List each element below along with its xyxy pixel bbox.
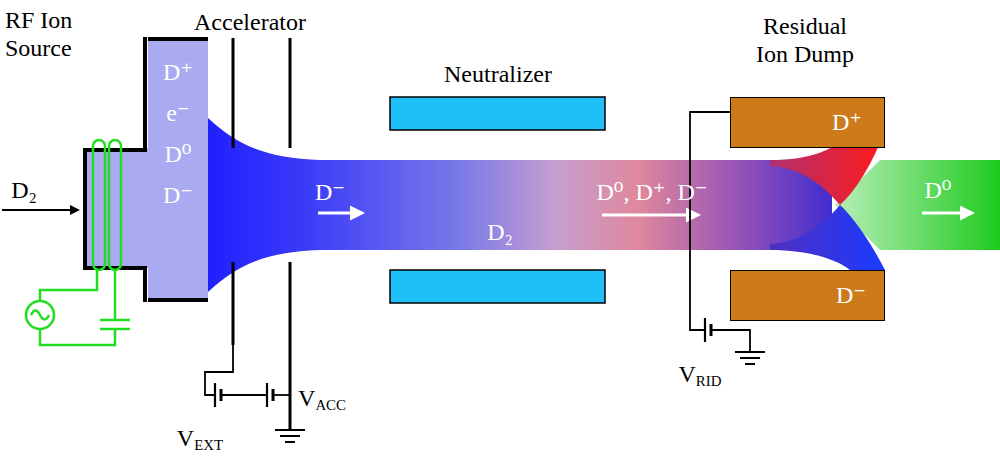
accelerator-supplies xyxy=(205,345,305,442)
voltage-label: VEXT xyxy=(177,424,223,459)
beam-species: D⁰ xyxy=(925,176,952,204)
accelerator-supplies-part xyxy=(221,394,267,396)
species-text: D⁻ xyxy=(836,282,866,309)
beam-species: D⁰, D⁺, D⁻ xyxy=(597,178,708,206)
accelerator-supplies-part xyxy=(266,383,268,407)
ion-dump-supply-part xyxy=(704,318,706,342)
species-text: D⁻ xyxy=(163,182,193,209)
part-name: Residual Ion Dump xyxy=(749,12,861,68)
beam-arrows-part xyxy=(318,212,362,215)
rf-coil-circuit-part xyxy=(100,320,130,329)
accelerator-grids-part xyxy=(289,38,292,430)
species-text: e⁻ xyxy=(166,100,189,127)
species-text: D⁰ xyxy=(165,141,192,168)
rf-coil-circuit-part xyxy=(109,140,121,270)
rf-coil-circuit-part xyxy=(31,311,49,320)
accelerator-grids xyxy=(233,38,290,430)
gas-label: D₂ xyxy=(487,218,513,246)
ion-dump-plate: D⁺ xyxy=(730,97,885,148)
gas-inlet-arrow-part xyxy=(2,209,78,211)
rf-coil-circuit-part xyxy=(40,270,97,301)
accelerator-supplies-part xyxy=(275,430,305,442)
neutralizer-plates xyxy=(390,97,605,303)
ion-dump-supply-part xyxy=(735,352,765,364)
beam-arrows-part xyxy=(602,214,698,217)
neutralizer-plates-part xyxy=(390,270,605,303)
accelerator-supplies-part xyxy=(205,345,233,395)
rf-coil-circuit xyxy=(26,140,130,345)
voltage-label: VRID xyxy=(679,360,722,395)
beam-arrows-part xyxy=(508,132,560,152)
ion-dump-supply-part xyxy=(711,330,750,352)
part-name: RF Ion Source xyxy=(5,6,100,62)
beam-species: D⁻ xyxy=(315,178,345,206)
gas-label: D₂ xyxy=(11,176,37,204)
accelerator-supplies-part xyxy=(273,394,290,396)
beam-arrows-part xyxy=(444,132,498,152)
neutralizer-plates-part xyxy=(390,97,605,130)
beam-arrows-part xyxy=(922,212,972,215)
ion-dump-supply xyxy=(690,112,765,364)
species-text: D⁺ xyxy=(832,109,862,136)
rf-coil-circuit-part xyxy=(114,270,117,320)
ion-source-chamber: D⁺ e⁻ D⁰ D⁻ xyxy=(148,37,208,302)
part-name: Accelerator xyxy=(194,8,306,36)
voltage-label: VACC xyxy=(298,384,346,419)
ion-source-body-part xyxy=(85,148,151,268)
ion-dump-plate: D⁻ xyxy=(730,270,885,321)
gas-inlet-arrow xyxy=(2,210,78,211)
ion-source-body xyxy=(85,37,151,302)
accelerator-supplies-part xyxy=(214,383,216,407)
ion-beam-part xyxy=(770,205,885,270)
ion-dump-supply-part xyxy=(690,112,730,330)
species-text: D⁺ xyxy=(163,59,193,86)
accelerator-grids-part xyxy=(232,38,235,345)
ion-source-body-part xyxy=(85,37,145,302)
rf-coil-circuit-part xyxy=(93,140,105,270)
part-name: Neutralizer xyxy=(444,60,552,88)
rf-coil-circuit-part xyxy=(40,329,115,345)
rf-coil-circuit-part xyxy=(26,301,54,329)
